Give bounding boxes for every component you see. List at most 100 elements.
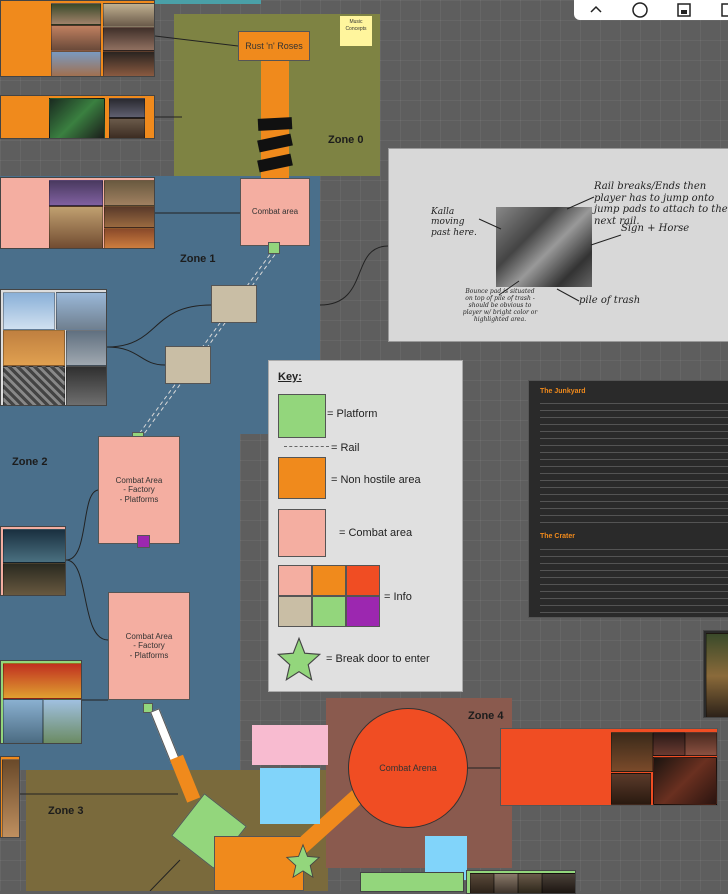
info-square-purple[interactable] bbox=[137, 535, 150, 548]
art-board-3[interactable] bbox=[0, 177, 155, 249]
bottom-thumb-d bbox=[542, 873, 575, 893]
key-info-swatch-2 bbox=[312, 565, 346, 596]
art4-thumb-b bbox=[56, 292, 106, 330]
sketch-note-bottom-left: Bounce pad is situated on top of pile of… bbox=[462, 288, 538, 323]
rail-line-b bbox=[140, 248, 280, 439]
doc-heading-crater: The Crater bbox=[540, 533, 576, 540]
art2-thumb-a bbox=[49, 98, 105, 138]
platform-square-1[interactable] bbox=[268, 242, 280, 254]
art1-thumb-c bbox=[51, 25, 101, 51]
bottom-green-board[interactable] bbox=[360, 872, 464, 892]
music-concepts-sticky[interactable]: Music Concepts bbox=[340, 16, 372, 46]
combat-arena-node[interactable]: Combat Arena bbox=[348, 708, 468, 828]
key-platform-swatch bbox=[278, 394, 326, 438]
connector-art5-b bbox=[65, 559, 109, 641]
zone-0-label: Zone 0 bbox=[328, 134, 364, 146]
key-info-swatch-1 bbox=[278, 565, 312, 596]
connector-art4-a bbox=[106, 304, 212, 348]
art-board-2[interactable] bbox=[0, 95, 155, 139]
key-info-swatch-6 bbox=[346, 596, 380, 627]
sketch-image bbox=[496, 207, 592, 287]
combat-area-factory-2[interactable]: Combat Area - Factory - Platforms bbox=[108, 592, 190, 700]
art2-thumb-b bbox=[109, 98, 145, 118]
connector-art4-b bbox=[106, 346, 166, 366]
art3-thumb-b bbox=[104, 180, 154, 206]
art1-thumb-e bbox=[51, 51, 101, 76]
document-panel[interactable]: The Junkyard The Crater bbox=[528, 380, 728, 618]
art1-thumb-b bbox=[103, 3, 154, 27]
blue-sticky-note-1[interactable] bbox=[260, 768, 320, 824]
bottom-right-board[interactable] bbox=[466, 870, 576, 894]
top-teal-board[interactable] bbox=[155, 0, 261, 4]
break-door-star[interactable] bbox=[285, 843, 321, 879]
art7-thumb-a bbox=[2, 759, 19, 837]
rail-line-a bbox=[135, 248, 275, 439]
art-board-7[interactable] bbox=[0, 756, 20, 838]
art6-thumb-a bbox=[3, 663, 81, 699]
save-icon[interactable] bbox=[676, 2, 692, 18]
key-info-swatch-4 bbox=[278, 596, 312, 627]
arena-thumb-2 bbox=[653, 732, 685, 756]
zone-4-label: Zone 4 bbox=[468, 710, 504, 722]
sketch-note-left: Kalla moving past here. bbox=[431, 207, 477, 238]
bottom-thumb-c bbox=[518, 873, 542, 893]
key-panel[interactable]: Key: = Platform = Rail = Non hostile are… bbox=[268, 360, 463, 692]
art4-thumb-c bbox=[3, 330, 65, 366]
sketch-panel[interactable]: Rail breaks/Ends then player has to jump… bbox=[388, 148, 728, 342]
zone-1-label: Zone 1 bbox=[180, 253, 216, 265]
art4-thumb-a bbox=[3, 292, 55, 330]
art3-thumb-d bbox=[104, 206, 154, 228]
info-square-2[interactable] bbox=[165, 346, 211, 384]
key-non-hostile-swatch bbox=[278, 457, 326, 499]
top-toolbar bbox=[574, 0, 728, 20]
art3-thumb-e bbox=[104, 228, 154, 248]
platform-square-3[interactable] bbox=[143, 703, 153, 713]
key-rail-label: = Rail bbox=[331, 442, 360, 454]
combat-area-factory-1[interactable]: Combat Area - Factory - Platforms bbox=[98, 436, 180, 544]
art6-thumb-b bbox=[3, 699, 43, 743]
undo-arrow-icon[interactable] bbox=[588, 2, 604, 18]
pink-sticky-note[interactable] bbox=[252, 725, 328, 765]
sketch-arrows bbox=[478, 196, 622, 302]
arena-thumb-1 bbox=[611, 732, 653, 772]
connector-sketch bbox=[319, 245, 389, 306]
key-break-door-label: = Break door to enter bbox=[326, 653, 430, 665]
connector-zone3-bottom bbox=[149, 859, 181, 891]
art-board-6[interactable] bbox=[0, 660, 82, 744]
key-combat-swatch bbox=[278, 509, 326, 557]
key-star-icon bbox=[276, 636, 322, 681]
art3-thumb-a bbox=[49, 180, 103, 206]
arena-thumb-4 bbox=[611, 773, 651, 805]
rust-n-roses-node[interactable]: Rust 'n' Roses bbox=[238, 31, 310, 61]
sketch-note-right: Sign + Horse bbox=[621, 223, 690, 234]
art2-thumb-c bbox=[109, 118, 145, 138]
bottom-thumb-b bbox=[494, 873, 518, 893]
right-edge-board[interactable] bbox=[703, 630, 728, 718]
art5-thumb-a bbox=[3, 529, 65, 563]
key-info-swatch-3 bbox=[346, 565, 380, 596]
arena-thumb-5 bbox=[653, 757, 717, 805]
key-info-swatch-5 bbox=[312, 596, 346, 627]
art4-thumb-e bbox=[3, 366, 65, 405]
arena-info-text bbox=[511, 757, 607, 761]
key-info-label: = Info bbox=[384, 591, 412, 603]
art1-thumb-a bbox=[51, 3, 101, 25]
art3-thumb-c bbox=[49, 206, 103, 248]
sketch-note-bottom-right: pile of trash bbox=[579, 295, 641, 306]
arena-info-board[interactable] bbox=[500, 728, 718, 806]
share-icon[interactable] bbox=[720, 2, 728, 18]
sketch-note-top-right: Rail breaks/Ends then player has to jump… bbox=[594, 181, 728, 227]
art1-thumb-f bbox=[103, 51, 154, 76]
zone-3-label: Zone 3 bbox=[48, 805, 84, 817]
art5-thumb-b bbox=[3, 563, 65, 595]
right-edge-thumb bbox=[706, 633, 728, 717]
info-square-1[interactable] bbox=[211, 285, 257, 323]
arena-thumb-3 bbox=[685, 732, 717, 756]
timer-icon[interactable] bbox=[632, 2, 648, 18]
combat-area-node[interactable]: Combat area bbox=[240, 178, 310, 246]
art-board-4[interactable] bbox=[0, 289, 107, 406]
art-board-5[interactable] bbox=[0, 526, 66, 596]
art-board-1[interactable] bbox=[0, 0, 155, 77]
key-non-hostile-label: = Non hostile area bbox=[331, 474, 421, 486]
